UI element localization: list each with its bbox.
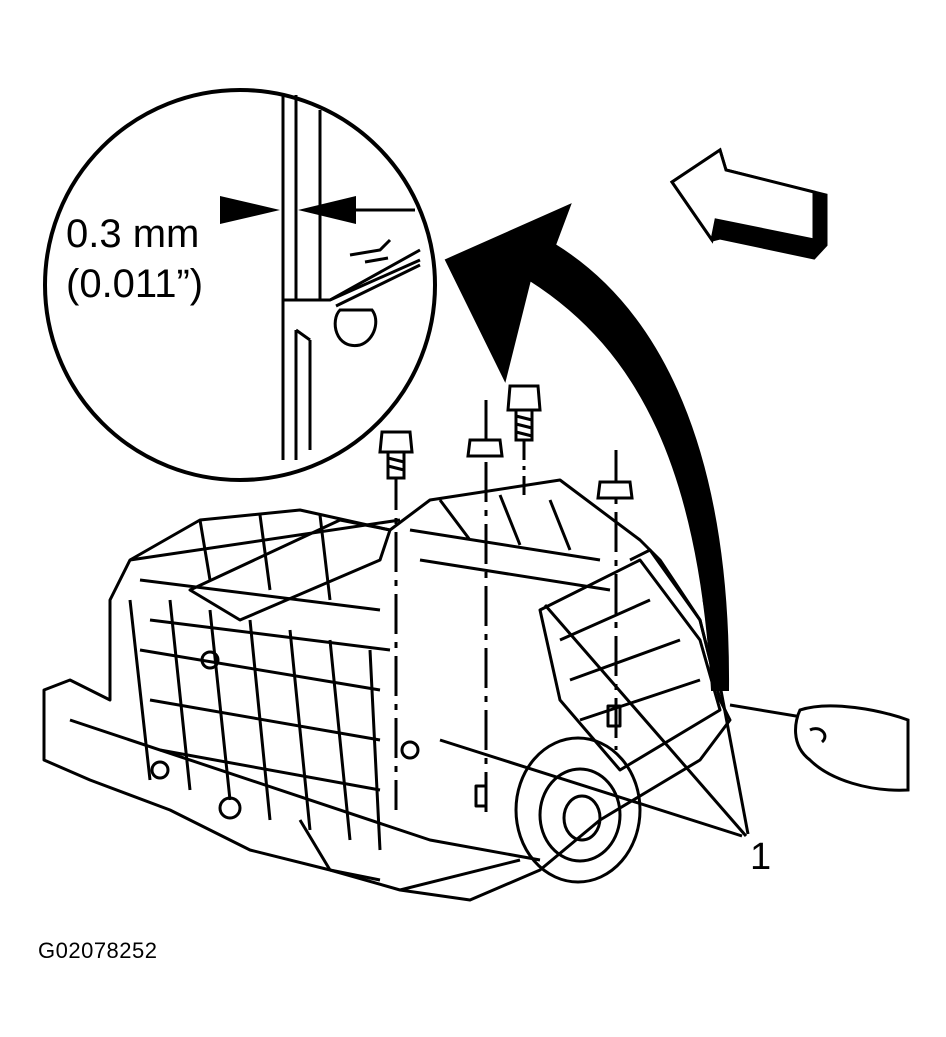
engine-block <box>42 478 732 902</box>
curved-arrow <box>444 203 730 691</box>
fasteners <box>378 384 634 820</box>
gap-arrow-right-icon <box>298 196 356 224</box>
view-direction-arrow-icon <box>669 147 828 260</box>
gap-dimension-metric: 0.3 mm <box>66 212 200 256</box>
gap-arrow-left-icon <box>220 196 280 224</box>
gap-dimension-imperial: (0.011”) <box>66 262 204 306</box>
callout-label: 1 <box>750 836 772 878</box>
detail-magnifier <box>43 88 437 482</box>
figure-id: G02078252 <box>38 938 158 963</box>
feeler-gauge-hand <box>729 703 910 792</box>
